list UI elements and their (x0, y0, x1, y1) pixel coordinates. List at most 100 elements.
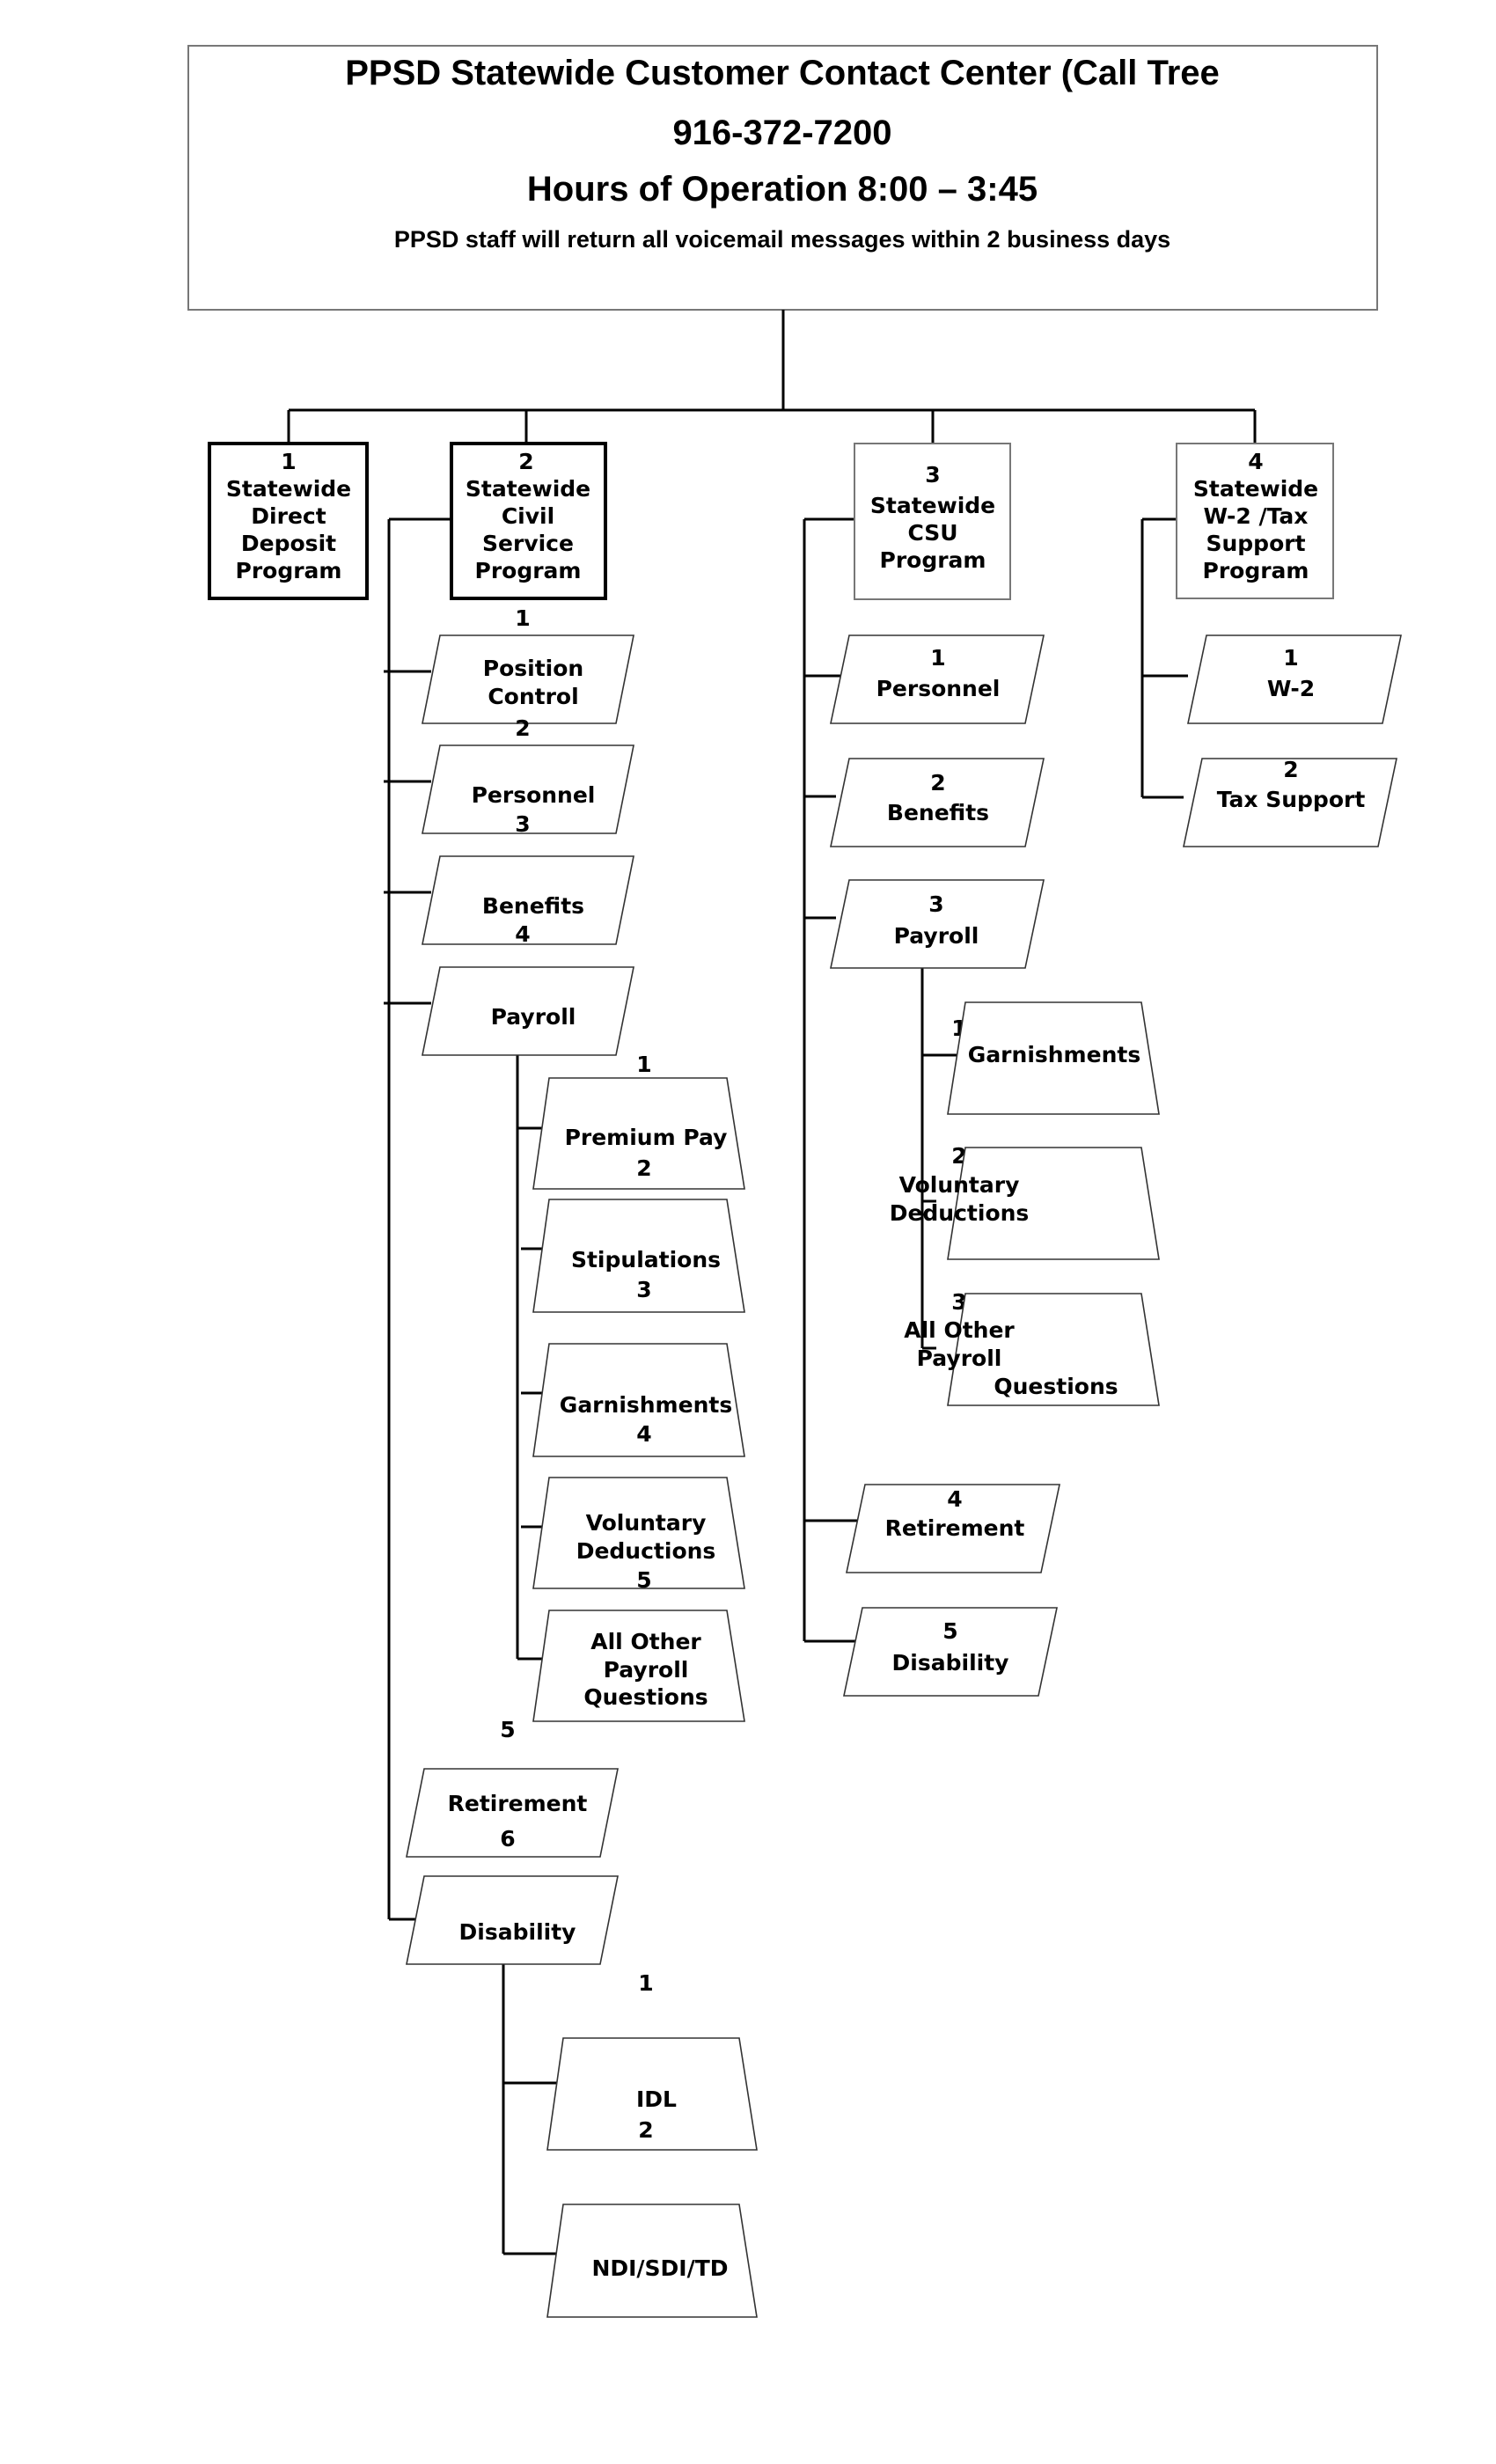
option-number: 2 (638, 2117, 653, 2143)
option-node-personnel: Personnel (422, 744, 634, 834)
option-number: 1 (1283, 645, 1298, 671)
node-label-line: Personnel (876, 676, 1001, 701)
option-node-idl: IDL (546, 2037, 758, 2151)
node-label-line: Deposit (241, 531, 336, 556)
node-label-line: Garnishments (560, 1392, 732, 1418)
node-label-line: Statewide (226, 476, 351, 502)
option-node-csu-retirement: 4 Retirement (846, 1484, 1060, 1573)
node-label-line: W-2 (1267, 676, 1315, 701)
option-node-premium-pay: Premium Pay (532, 1077, 745, 1190)
option-node-csu-voluntary-deductions: Voluntary Deductions (890, 1147, 1160, 1260)
option-number: 3 (515, 811, 530, 837)
option-number: 2 (1283, 757, 1298, 782)
option-node-csu-benefits: 2 Benefits (830, 758, 1045, 847)
option-number: 5 (942, 1618, 957, 1644)
node-label-line: Civil (502, 503, 554, 529)
option-number: 1 (638, 1970, 653, 1996)
option-node-voluntary-deductions: Voluntary Deductions (532, 1477, 745, 1589)
option-number: 5 (500, 1717, 515, 1742)
node-label-line: Statewide (870, 493, 995, 518)
option-node-retirement: Retirement (406, 1768, 619, 1858)
node-label-line: Payroll (491, 1004, 576, 1030)
option-number: 1 (515, 605, 530, 631)
option-node-csu-garnishments: Garnishments (947, 1001, 1160, 1115)
node-label-line: Payroll (917, 1346, 1002, 1371)
node-number: 3 (925, 462, 940, 488)
node-label-line: Position (483, 656, 583, 681)
node-label-line: Benefits (887, 800, 989, 825)
node-label-line: Personnel (472, 782, 596, 808)
node-label-line: Retirement (885, 1515, 1025, 1541)
node-label-line: W-2 /Tax (1204, 503, 1309, 529)
option-node-csu-disability: 5 Disability (843, 1607, 1058, 1697)
node-label-line: Program (236, 558, 342, 583)
node-number: 4 (1248, 449, 1263, 474)
node-label-line: Support (1206, 531, 1305, 556)
option-number: 6 (500, 1826, 515, 1852)
option-node-stipulations: Stipulations (532, 1199, 745, 1313)
option-node-csu-payroll: 3 Payroll (830, 879, 1045, 969)
option-number: 2 (636, 1155, 651, 1181)
node-label-line: Deductions (576, 1538, 716, 1564)
option-number: 4 (636, 1421, 651, 1447)
node-label-line: Statewide (466, 476, 590, 502)
node-label-line: Disability (459, 1919, 576, 1945)
header-panel: PPSD Statewide Customer Contact Center (… (187, 45, 1378, 311)
node-label-line: Voluntary (586, 1510, 707, 1536)
option-node-w2: 1 W-2 (1187, 634, 1402, 724)
node-label-line: Tax Support (1217, 787, 1366, 812)
node-label-line: Questions (994, 1374, 1118, 1399)
node-label-line: Voluntary (899, 1172, 1020, 1198)
node-number: 2 (518, 449, 533, 474)
node-label-line: Garnishments (968, 1042, 1140, 1067)
node-label-line: Control (488, 684, 578, 709)
node-label-line: Program (880, 547, 986, 573)
node-label-line: Payroll (894, 923, 979, 949)
option-node-disability: Disability (406, 1875, 619, 1965)
option-node-csu-personnel: 1 Personnel (830, 634, 1045, 724)
node-label-line: Retirement (448, 1791, 588, 1816)
option-node-tax-support: 2 Tax Support (1183, 757, 1397, 847)
node-number: 1 (281, 449, 296, 474)
connector-lines (287, 310, 1257, 2255)
option-number: 3 (928, 891, 943, 917)
node-label-line: Questions (583, 1684, 708, 1710)
option-number: 1 (636, 1052, 651, 1077)
node-label-line: Statewide (1193, 476, 1318, 502)
program-node-civil-service: 2 Statewide Civil Service Program (450, 442, 607, 600)
option-node-ndi-sdi-td: NDI/SDI/TD (546, 2204, 758, 2318)
option-number: 3 (636, 1277, 651, 1302)
header-phone: 916-372-7200 (672, 114, 891, 152)
node-label-line: Disability (892, 1650, 1009, 1676)
option-number: 4 (515, 921, 530, 947)
node-label-line: NDI/SDI/TD (591, 2255, 728, 2281)
node-label-line: CSU (907, 520, 957, 546)
node-label-line: Service (482, 531, 574, 556)
header-note: PPSD staff will return all voicemail mes… (394, 226, 1170, 253)
option-node-csu-all-other-payroll: All Other Payroll Questions (904, 1293, 1160, 1406)
node-label-line: Premium Pay (565, 1125, 728, 1150)
option-number: 1 (930, 645, 945, 671)
node-label-line: IDL (636, 2086, 677, 2112)
node-label-line: All Other (590, 1629, 701, 1654)
program-node-direct-deposit: 1 Statewide Direct Deposit Program (208, 442, 369, 600)
option-node-position-control: Position Control (422, 634, 634, 724)
option-number: 4 (947, 1486, 962, 1512)
node-label-line: Stipulations (571, 1247, 721, 1272)
program-node-csu: 3 Statewide CSU Program (854, 443, 1011, 600)
node-label-line: Program (1203, 558, 1309, 583)
option-node-garnishments: Garnishments (532, 1343, 745, 1457)
program-node-w2-tax: 4 Statewide W-2 /Tax Support Program (1176, 443, 1334, 599)
node-label-line: Deductions (890, 1200, 1030, 1226)
header-title: PPSD Statewide Customer Contact Center (… (345, 54, 1220, 92)
option-number: 2 (930, 770, 945, 796)
node-label-line: Payroll (604, 1657, 689, 1683)
option-number: 5 (636, 1567, 651, 1593)
option-node-benefits: Benefits (422, 855, 634, 945)
node-label-line: All Other (904, 1317, 1015, 1343)
option-number: 2 (515, 715, 530, 741)
option-node-all-other-payroll: All Other Payroll Questions (532, 1610, 745, 1722)
header-hours: Hours of Operation 8:00 – 3:45 (527, 170, 1038, 209)
node-label-line: Direct (251, 503, 326, 529)
